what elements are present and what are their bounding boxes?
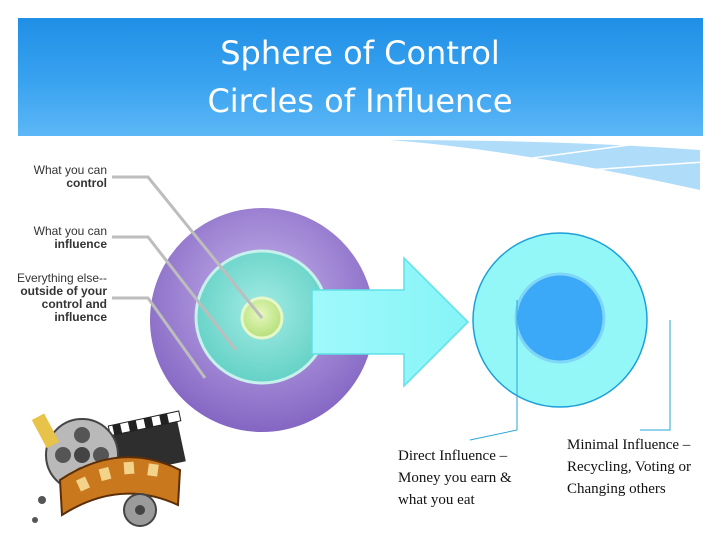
- label-what-you-can-influence: What you can influence: [6, 225, 107, 251]
- label-what-you-can-control: What you can control: [6, 164, 107, 190]
- label-outside-line1: Everything else--: [16, 271, 107, 285]
- caption-direct-influence: Direct Influence – Money you earn & what…: [398, 448, 512, 508]
- label-control-line2: control: [66, 176, 107, 190]
- caption-bracket-lines: [469, 300, 671, 441]
- label-outside-line3: control and: [41, 297, 107, 311]
- right-arrow-shape: [311, 256, 470, 388]
- label-outside-line4: influence: [54, 310, 107, 324]
- title-swoosh-decoration: [390, 134, 706, 190]
- slide-title-line2: Circles of Influence: [207, 82, 513, 120]
- caption-minimal-influence: Minimal Influence – Recycling, Voting or…: [567, 437, 692, 497]
- right-core: [514, 272, 606, 364]
- label-control-line1: What you can: [33, 163, 107, 177]
- slide-title-line1: Sphere of Control: [220, 34, 500, 72]
- leader-lines: [112, 175, 264, 379]
- label-everything-else: Everything else-- outside of your contro…: [2, 272, 107, 324]
- label-outside-line2: outside of your: [20, 284, 107, 298]
- title-band: [18, 18, 703, 136]
- label-influence-line2: influence: [54, 237, 107, 251]
- film-reel-clapperboard-icon: [31, 410, 186, 527]
- label-influence-line1: What you can: [33, 224, 107, 238]
